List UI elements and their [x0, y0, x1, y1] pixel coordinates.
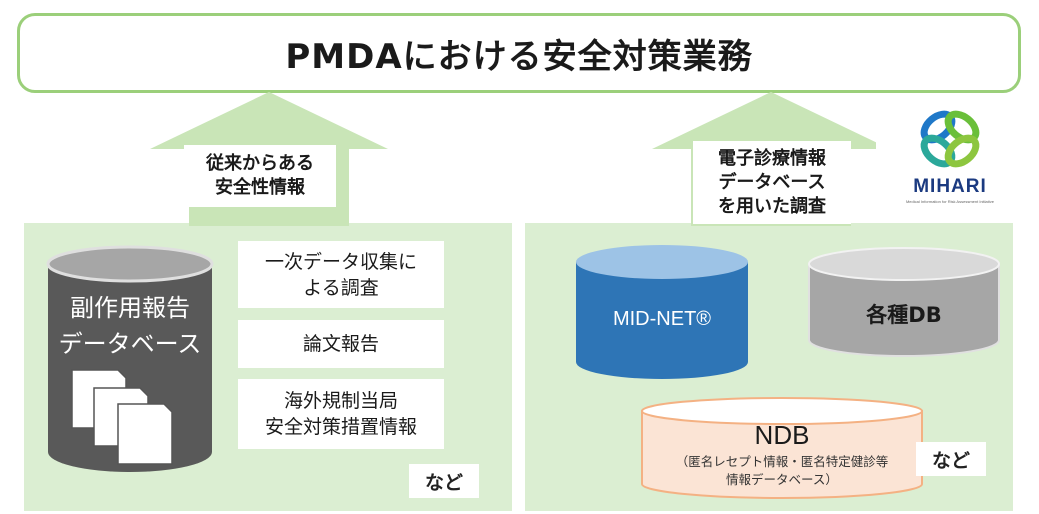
other-db-cylinder	[808, 247, 1000, 357]
midnet-db-label: MID-NET®	[612, 308, 712, 330]
adverse-report-db-label: 副作用報告 データベース	[48, 290, 212, 362]
left-arrow-label-line-1: 従来からある	[206, 153, 314, 174]
documents-icon	[71, 369, 173, 465]
ndb-description-line-2: 情報データベース）	[726, 472, 838, 487]
right-arrow-label-line-1: 電子診療情報	[718, 147, 826, 169]
midnet-db-cylinder	[576, 245, 748, 379]
right-etc-label: など	[916, 442, 986, 476]
card-primary-data-survey: 一次データ収集に よる調査	[238, 241, 444, 308]
card-primary-data-survey-line-1: 一次データ収集に	[264, 250, 417, 273]
card-literature-report-line-1: 論文報告	[302, 333, 379, 355]
ndb-description-line-1: （匿名レセプト情報・匿名特定健診等	[675, 454, 889, 469]
mihari-logo-subtext: Medical Information for Risk Assessment …	[905, 199, 995, 204]
mihari-logo-mark	[920, 110, 980, 168]
ndb-label: NDB	[754, 420, 810, 450]
other-db-label: 各種DB	[866, 303, 942, 327]
left-arrow-label-line-2: 安全性情報	[215, 177, 305, 198]
card-literature-report: 論文報告	[238, 320, 444, 368]
left-arrow-label: 従来からある 安全性情報	[184, 145, 336, 207]
ndb-description: （匿名レセプト情報・匿名特定健診等 情報データベース）	[638, 453, 926, 489]
adverse-report-db-label-line-2: データベース	[58, 330, 202, 358]
card-primary-data-survey-line-2: よる調査	[303, 276, 379, 299]
page-title: PMDAにおける安全対策業務	[17, 13, 1021, 93]
card-foreign-regulatory: 海外規制当局 安全対策措置情報	[238, 379, 444, 449]
card-foreign-regulatory-line-2: 安全対策措置情報	[264, 416, 417, 438]
right-arrow-label-line-3: を用いた調査	[718, 195, 826, 217]
right-arrow-label: 電子診療情報 データベース を用いた調査	[693, 141, 851, 224]
right-arrow-label-line-2: データベース	[718, 171, 826, 193]
mihari-logo-text: MIHARI	[913, 176, 987, 197]
card-foreign-regulatory-line-1: 海外規制当局	[283, 390, 398, 412]
mihari-logo: MIHARI Medical Information for Risk Asse…	[876, 103, 1024, 213]
ndb-cylinder	[641, 397, 923, 499]
adverse-report-db-label-line-1: 副作用報告	[70, 294, 190, 322]
left-etc-label: など	[409, 464, 479, 498]
